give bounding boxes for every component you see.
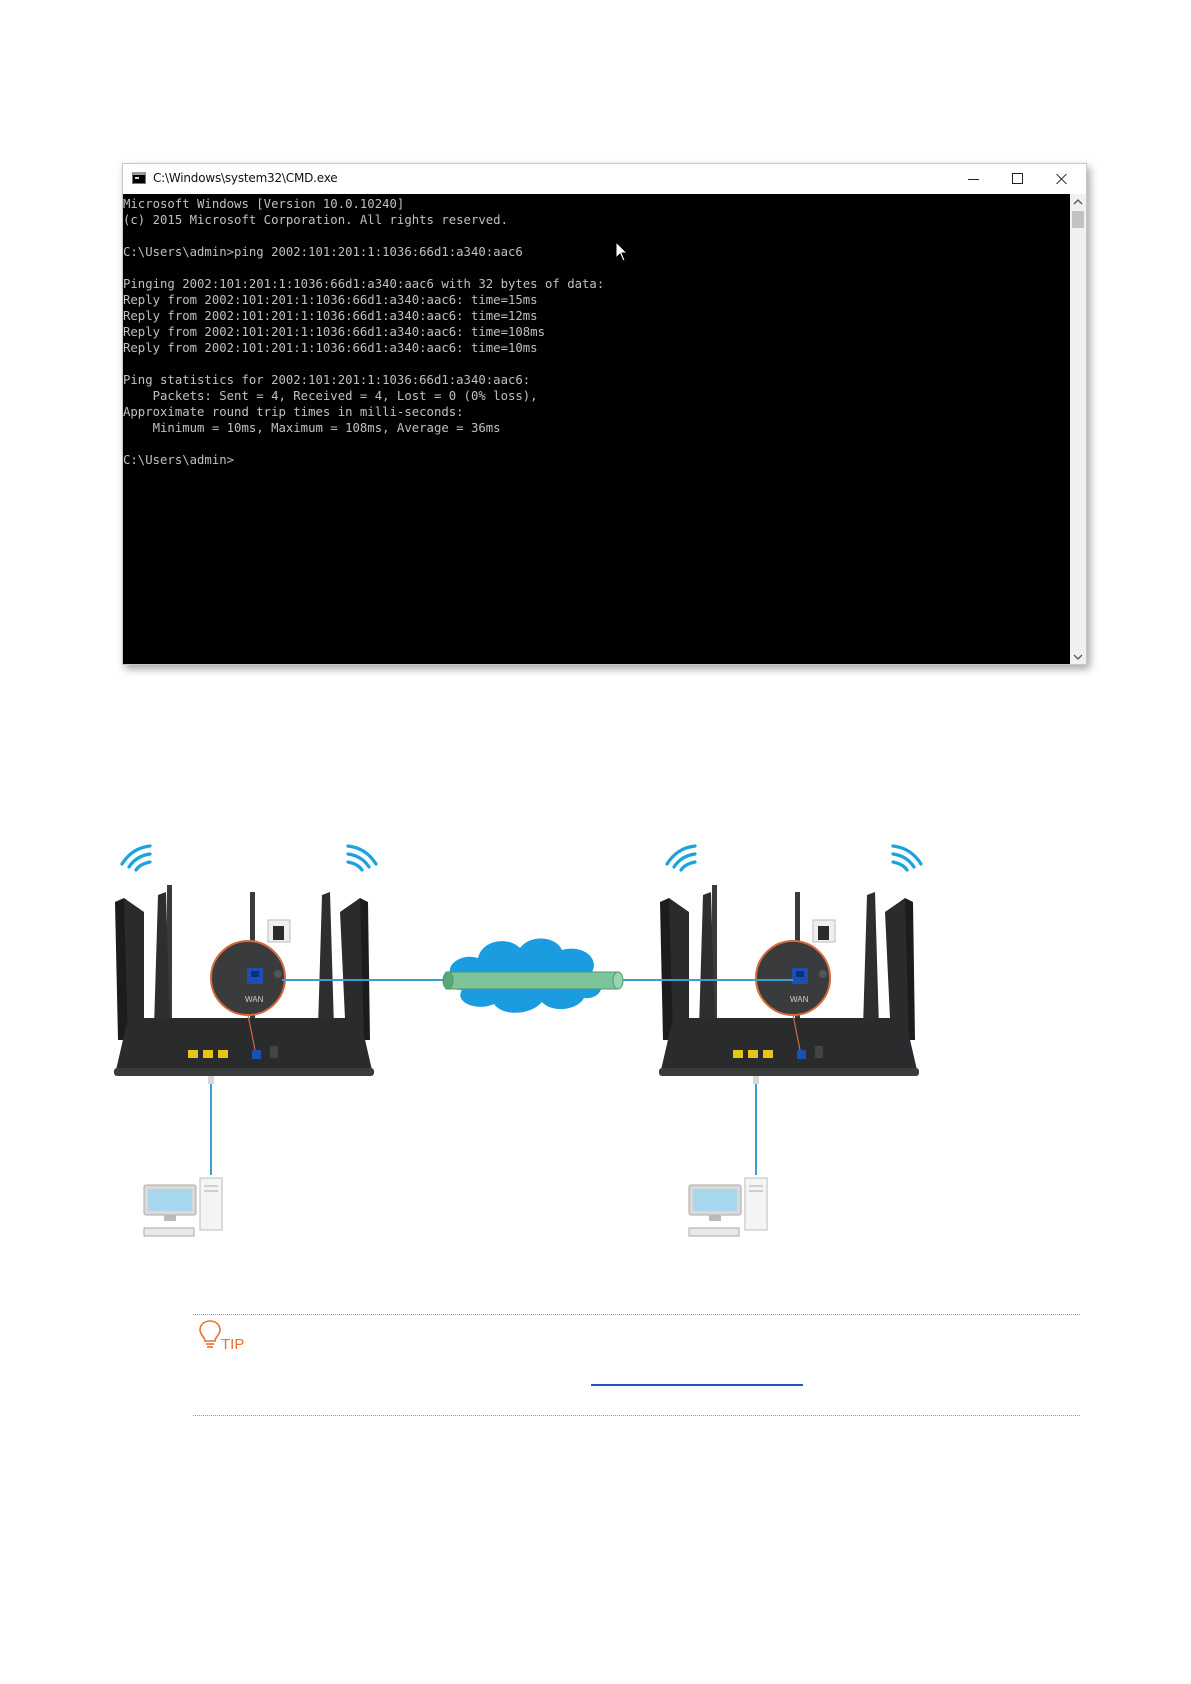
tip-box: TIP xyxy=(193,1314,1080,1416)
cmd-line: Approximate round trip times in milli-se… xyxy=(123,405,464,419)
cmd-line: (c) 2015 Microsoft Corporation. All righ… xyxy=(123,213,508,227)
cmd-line: Packets: Sent = 4, Received = 4, Lost = … xyxy=(123,389,538,403)
cmd-line: Reply from 2002:101:201:1:1036:66d1:a340… xyxy=(123,341,538,355)
tip-label: TIP xyxy=(221,1336,245,1353)
cmd-console[interactable]: Microsoft Windows [Version 10.0.10240] (c… xyxy=(123,194,1070,664)
scroll-down-arrow-icon[interactable] xyxy=(1073,652,1083,662)
maximize-button[interactable] xyxy=(995,164,1039,194)
ipv6-tunnel-icon xyxy=(442,971,624,990)
network-diagram: WAN xyxy=(112,844,923,1238)
router-left xyxy=(112,844,378,1238)
router-right xyxy=(657,844,923,1238)
cmd-line: Minimum = 10ms, Maximum = 108ms, Average… xyxy=(123,421,501,435)
cmd-line: Reply from 2002:101:201:1:1036:66d1:a340… xyxy=(123,309,538,323)
lightbulb-icon xyxy=(199,1320,221,1348)
cmd-window-title: C:\Windows\system32\CMD.exe xyxy=(153,171,338,185)
cmd-line: C:\Users\admin>ping 2002:101:201:1:1036:… xyxy=(123,245,523,259)
mouse-pointer-icon xyxy=(615,241,629,262)
cmd-window: C:\Windows\system32\CMD.exe Microsoft Wi… xyxy=(122,163,1087,665)
scroll-thumb[interactable] xyxy=(1072,211,1084,228)
cmd-output: Microsoft Windows [Version 10.0.10240] (c… xyxy=(123,196,604,468)
cmd-line xyxy=(123,356,604,372)
cmd-scrollbar[interactable] xyxy=(1070,194,1086,664)
cmd-line: Ping statistics for 2002:101:201:1:1036:… xyxy=(123,373,531,387)
cmd-line: Reply from 2002:101:201:1:1036:66d1:a340… xyxy=(123,325,545,339)
close-button[interactable] xyxy=(1039,164,1083,194)
cmd-line: Microsoft Windows [Version 10.0.10240] xyxy=(123,197,405,211)
tip-link[interactable] xyxy=(591,1384,803,1386)
cmd-line xyxy=(123,228,604,244)
cmd-line: Pinging 2002:101:201:1:1036:66d1:a340:aa… xyxy=(123,277,605,291)
cmd-app-icon[interactable] xyxy=(132,172,146,184)
cmd-line: Reply from 2002:101:201:1:1036:66d1:a340… xyxy=(123,293,538,307)
cmd-line: C:\Users\admin> xyxy=(123,453,235,467)
cmd-titlebar[interactable]: C:\Windows\system32\CMD.exe xyxy=(123,164,1086,194)
minimize-button[interactable] xyxy=(951,164,995,194)
cmd-line xyxy=(123,260,604,276)
cmd-line xyxy=(123,436,604,452)
scroll-up-arrow-icon[interactable] xyxy=(1073,197,1083,207)
